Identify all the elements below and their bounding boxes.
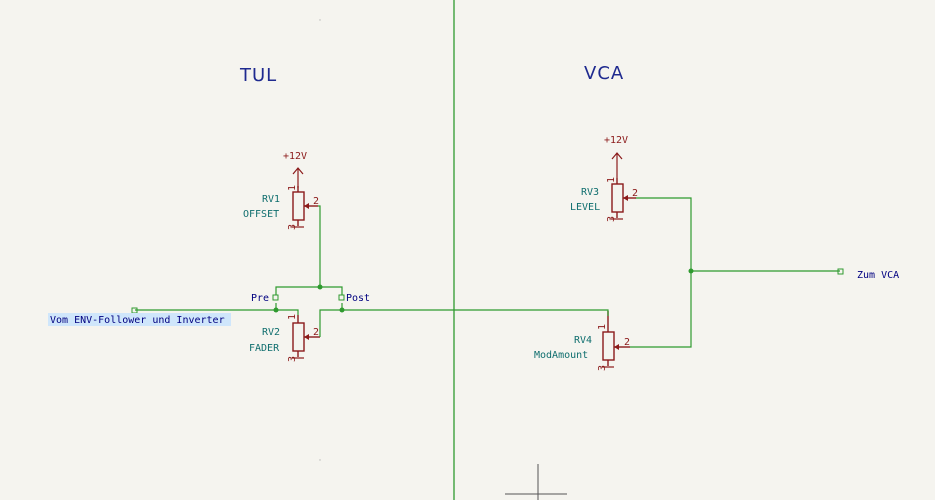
rv3-power-label: +12V xyxy=(604,135,628,146)
junction-dot xyxy=(317,284,323,290)
wire-pre-rv2[interactable] xyxy=(275,303,299,315)
rv2-body xyxy=(292,322,305,352)
net-label-input[interactable]: Vom ENV-Follower und Inverter xyxy=(50,315,225,326)
rv4-pin3: 3 xyxy=(597,365,608,371)
rv4-value: ModAmount xyxy=(534,350,588,361)
rv2-value: FADER xyxy=(249,343,280,354)
rv1-value: OFFSET xyxy=(243,209,279,220)
wire-rv1-wiper[interactable] xyxy=(318,205,321,287)
rv4-reference: RV4 xyxy=(574,335,592,346)
junction-dot xyxy=(339,307,345,313)
rv3-body xyxy=(611,183,624,213)
rv3-power-arrow-icon xyxy=(611,152,623,178)
rv1-pin1: 1 xyxy=(287,185,298,191)
rv4-pin1: 1 xyxy=(597,324,608,330)
wire-pre-post-bridge[interactable] xyxy=(275,286,343,295)
rv1-pin2: 2 xyxy=(313,196,319,207)
net-label-post[interactable]: Post xyxy=(346,293,370,304)
rv4-potentiometer[interactable]: 1 2 3 RV4 ModAmount xyxy=(534,311,630,371)
wire-post-rv4[interactable] xyxy=(341,303,609,316)
rv1-potentiometer[interactable]: +12V 1 2 3 RV1 OFFSET xyxy=(243,151,319,230)
rv1-wiper-arrow-icon xyxy=(304,203,309,209)
rv2-reference: RV2 xyxy=(262,327,280,338)
rv2-pin3: 3 xyxy=(287,356,298,362)
pre-label-flag-icon xyxy=(272,294,279,301)
rv1-power-arrow-icon xyxy=(292,167,304,188)
rv3-potentiometer[interactable]: +12V 1 2 3 RV3 LEVEL xyxy=(570,135,638,222)
output-label-flag-icon xyxy=(837,268,844,275)
rv2-wiper-arrow-icon xyxy=(304,334,309,340)
input-label-selection-highlight xyxy=(48,313,231,326)
junction-dots xyxy=(273,268,694,313)
post-label-flag-icon xyxy=(338,294,345,301)
rv1-body xyxy=(292,191,305,221)
rv1-reference: RV1 xyxy=(262,194,280,205)
rv2-potentiometer[interactable]: 1 2 3 RV2 FADER xyxy=(249,314,320,362)
section-title-vca: VCA xyxy=(584,63,624,84)
rv4-pin2: 2 xyxy=(624,337,630,348)
grid-dots xyxy=(319,19,321,461)
rv4-body xyxy=(602,331,615,361)
net-label-output[interactable]: Zum VCA xyxy=(857,270,899,281)
rv1-power-label: +12V xyxy=(283,151,307,162)
rv3-wiper-arrow-icon xyxy=(623,195,628,201)
rv2-pin1: 1 xyxy=(287,314,298,320)
section-title-tul: TUL xyxy=(239,65,277,86)
wire-rv2-wiper[interactable] xyxy=(319,309,342,337)
net-label-pre[interactable]: Pre xyxy=(251,293,269,304)
rv3-value: LEVEL xyxy=(570,202,600,213)
rv3-reference: RV3 xyxy=(581,187,599,198)
wire-rv3-rv4-bus[interactable] xyxy=(630,197,692,348)
crosshair-cursor-icon xyxy=(505,464,567,500)
rv2-pin2: 2 xyxy=(313,327,319,338)
wires[interactable] xyxy=(135,197,840,348)
junction-dot xyxy=(688,268,694,274)
rv3-pin1: 1 xyxy=(606,177,617,183)
rv4-wiper-arrow-icon xyxy=(614,344,619,350)
junction-dot xyxy=(273,307,279,313)
rv3-pin2: 2 xyxy=(632,188,638,199)
